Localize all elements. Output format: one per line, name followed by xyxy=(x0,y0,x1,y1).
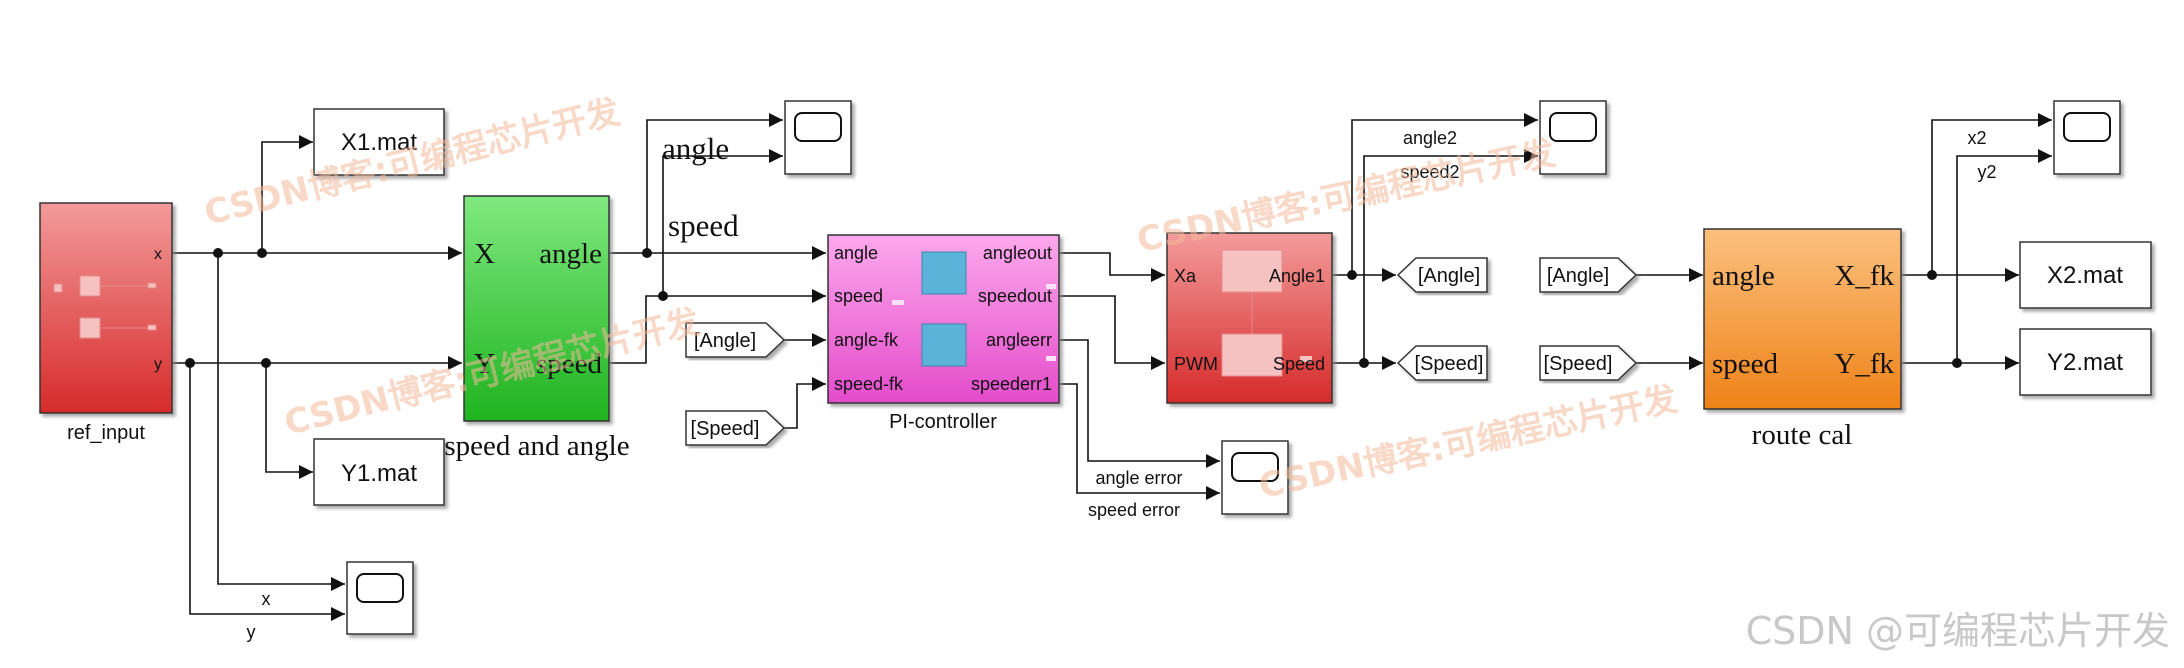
route-out-xfk: X_fk xyxy=(1834,260,1894,292)
scope-screen-icon xyxy=(1549,112,1597,142)
motor-speed-icon xyxy=(1221,333,1283,377)
block-label-y1-mat: Y1.mat xyxy=(341,460,417,487)
ref-input-block[interactable]: x y ref_input xyxy=(39,202,173,444)
port-label-X: X xyxy=(474,238,495,270)
route-cal-block[interactable]: angle speed X_fk Y_fk route cal xyxy=(1703,228,1902,451)
route-in-speed: speed xyxy=(1712,348,1779,380)
port-marker xyxy=(1300,356,1312,362)
motor-in-pwm: PWM xyxy=(1174,354,1218,374)
watermark-diagonal: CSDN博客:可编程芯片开发 xyxy=(1134,133,1559,261)
signal-label-speed2: speed2 xyxy=(1400,162,1459,182)
block-label-route-cal: route cal xyxy=(1752,419,1853,451)
junction-dot xyxy=(1347,270,1357,280)
watermark-footer: CSDN @可编程芯片开发 xyxy=(1746,609,2170,653)
port-marker xyxy=(892,300,904,305)
goto-speed-tag[interactable]: [Speed] xyxy=(1396,345,1488,381)
goto-speed-label: [Speed] xyxy=(1415,353,1484,375)
junction-dot xyxy=(1952,358,1962,368)
scope-5[interactable] xyxy=(2053,100,2121,175)
port-label-y: y xyxy=(154,356,162,373)
pi-out-angleout: angleout xyxy=(983,243,1052,263)
from-speed-label-2: [Speed] xyxy=(1544,353,1613,375)
subsystem-preview-icon xyxy=(53,275,157,339)
to-file-y2-block[interactable]: Y2.mat xyxy=(2019,328,2152,396)
signal-label-angle-error: angle error xyxy=(1095,468,1182,488)
wire-junctions xyxy=(185,248,1962,368)
junction-dot xyxy=(257,248,267,258)
port-marker xyxy=(1046,284,1056,289)
port-label-Y: Y xyxy=(474,348,495,380)
signal-label-angle2: angle2 xyxy=(1403,128,1457,148)
signal-label-angle: angle xyxy=(662,131,729,166)
route-out-yfk: Y_fk xyxy=(1834,348,1894,380)
signal-labels: x y angle speed angle error speed error … xyxy=(247,128,1997,642)
from-speed-tag[interactable]: [Speed] xyxy=(685,410,786,446)
speed-and-angle-block[interactable]: X Y angle speed speed and angle xyxy=(444,195,630,462)
port-label-x: x xyxy=(154,246,162,263)
to-file-x2-block[interactable]: X2.mat xyxy=(2019,241,2152,309)
pi-in-speed: speed xyxy=(834,286,883,306)
route-in-angle: angle xyxy=(1712,260,1775,292)
signal-label-x2: x2 xyxy=(1967,128,1986,148)
motor-out-angle1: Angle1 xyxy=(1269,266,1325,286)
pi-out-angleerr: angleerr xyxy=(986,330,1052,350)
pi-speed-icon xyxy=(921,323,967,367)
scope-screen-icon xyxy=(2063,112,2111,142)
from-speed-tag-2[interactable]: [Speed] xyxy=(1539,345,1638,381)
from-angle-label-2: [Angle] xyxy=(1547,265,1609,287)
signal-label-speed: speed xyxy=(668,208,739,243)
to-file-y1-block[interactable]: Y1.mat xyxy=(313,438,445,506)
junction-dot xyxy=(642,248,652,258)
scope-screen-icon xyxy=(1231,452,1279,482)
port-label-speed: speed xyxy=(536,348,603,380)
junction-dot xyxy=(185,358,195,368)
goto-angle-label: [Angle] xyxy=(1418,265,1480,287)
from-speed-label: [Speed] xyxy=(691,418,760,440)
signal-label-x: x xyxy=(262,589,271,609)
pi-in-speed-fk: speed-fk xyxy=(834,374,904,394)
signal-label-y: y xyxy=(247,622,256,642)
pi-controller-block[interactable]: angle speed angle-fk speed-fk angleout s… xyxy=(827,234,1060,433)
scope-4[interactable] xyxy=(1539,100,1607,175)
block-label-ref-input: ref_input xyxy=(67,422,145,444)
scope-3[interactable] xyxy=(1221,440,1289,515)
pi-out-speedout: speedout xyxy=(978,286,1052,306)
motor-angle-icon xyxy=(1221,249,1283,293)
block-label-pi-controller: PI-controller xyxy=(889,411,997,433)
port-marker xyxy=(1046,356,1056,361)
motor-block[interactable]: Xa PWM Angle1 Speed xyxy=(1166,232,1333,404)
junction-dot xyxy=(261,358,271,368)
junction-dot xyxy=(1927,270,1937,280)
block-label-speed-and-angle: speed and angle xyxy=(444,430,629,462)
block-label-x2-mat: X2.mat xyxy=(2047,262,2123,289)
block-label-y2-mat: Y2.mat xyxy=(2047,349,2123,376)
motor-in-xa: Xa xyxy=(1174,266,1197,286)
junction-dot xyxy=(213,248,223,258)
junction-dot xyxy=(1359,358,1369,368)
pi-out-speederr1: speederr1 xyxy=(971,374,1052,394)
block-label-x1-mat: X1.mat xyxy=(341,129,417,156)
scope-screen-icon xyxy=(794,112,842,142)
scope-2[interactable] xyxy=(784,100,852,175)
junction-dot xyxy=(658,291,668,301)
to-file-x1-block[interactable]: X1.mat xyxy=(313,108,445,176)
pi-in-angle: angle xyxy=(834,243,878,263)
goto-angle-tag[interactable]: [Angle] xyxy=(1396,257,1488,293)
from-angle-tag-2[interactable]: [Angle] xyxy=(1539,257,1638,293)
signal-label-y2: y2 xyxy=(1977,162,1996,182)
pi-in-angle-fk: angle-fk xyxy=(834,330,899,350)
from-angle-label: [Angle] xyxy=(694,330,756,352)
signal-label-speed-error: speed error xyxy=(1088,500,1180,520)
scope-1[interactable] xyxy=(346,561,414,635)
from-angle-tag[interactable]: [Angle] xyxy=(685,322,786,358)
scope-screen-icon xyxy=(356,573,404,603)
pi-angle-icon xyxy=(921,251,967,295)
motor-out-speed: Speed xyxy=(1273,354,1325,374)
port-label-angle: angle xyxy=(539,238,602,270)
